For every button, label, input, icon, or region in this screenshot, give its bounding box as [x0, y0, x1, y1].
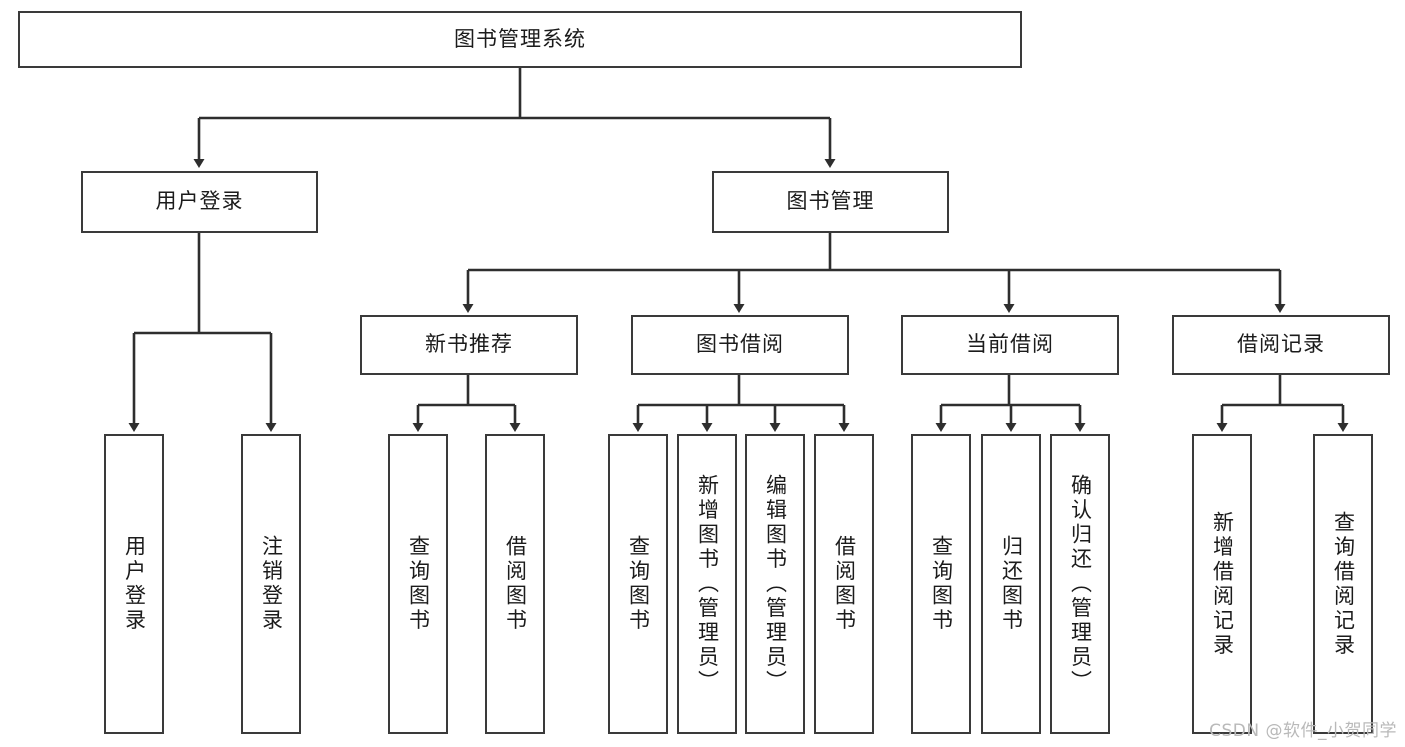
- node-label: 归还图书: [999, 535, 1024, 633]
- node-label: 图书管理: [786, 189, 875, 214]
- leaf-confirm-return-admin[interactable]: 确认归还（管理员）: [1050, 434, 1110, 734]
- node-borrow-records[interactable]: 借阅记录: [1172, 315, 1390, 375]
- node-label: 新增图书（管理员）: [695, 473, 720, 695]
- node-label: 用户登录: [122, 535, 147, 633]
- leaf-borrow-books-recommend[interactable]: 借阅图书: [485, 434, 545, 734]
- node-label: 确认归还（管理员）: [1068, 473, 1093, 695]
- leaf-add-book-admin[interactable]: 新增图书（管理员）: [677, 434, 737, 734]
- node-label: 借阅图书: [832, 535, 857, 633]
- leaf-user-login[interactable]: 用户登录: [104, 434, 164, 734]
- node-label: 查询图书: [929, 535, 954, 633]
- leaf-query-books-recommend[interactable]: 查询图书: [388, 434, 448, 734]
- node-label: 查询图书: [626, 535, 651, 633]
- node-root-system[interactable]: 图书管理系统: [18, 11, 1022, 68]
- node-label: 查询借阅记录: [1331, 510, 1356, 658]
- node-new-book-recommendation[interactable]: 新书推荐: [360, 315, 578, 375]
- node-book-management[interactable]: 图书管理: [712, 171, 949, 233]
- node-label: 图书借阅: [696, 332, 784, 357]
- node-label: 新书推荐: [425, 332, 513, 357]
- node-book-borrowing[interactable]: 图书借阅: [631, 315, 849, 375]
- node-user-login[interactable]: 用户登录: [81, 171, 318, 233]
- leaf-return-book[interactable]: 归还图书: [981, 434, 1041, 734]
- node-label: 新增借阅记录: [1210, 510, 1235, 658]
- node-label: 注销登录: [259, 535, 284, 633]
- leaf-edit-book-admin[interactable]: 编辑图书（管理员）: [745, 434, 805, 734]
- node-label: 借阅图书: [503, 535, 528, 633]
- leaf-borrow-book[interactable]: 借阅图书: [814, 434, 874, 734]
- node-label: 用户登录: [155, 189, 244, 214]
- leaf-query-books-current[interactable]: 查询图书: [911, 434, 971, 734]
- node-current-borrowing[interactable]: 当前借阅: [901, 315, 1119, 375]
- csdn-watermark: CSDN @软件_小贺同学: [1209, 721, 1397, 741]
- node-label: 借阅记录: [1237, 332, 1325, 357]
- leaf-query-books-borrow[interactable]: 查询图书: [608, 434, 668, 734]
- node-label: 当前借阅: [966, 332, 1054, 357]
- leaf-user-logout[interactable]: 注销登录: [241, 434, 301, 734]
- node-label: 查询图书: [406, 535, 431, 633]
- node-label: 编辑图书（管理员）: [763, 473, 788, 695]
- node-label: 图书管理系统: [454, 26, 586, 51]
- leaf-query-borrow-record[interactable]: 查询借阅记录: [1313, 434, 1373, 734]
- leaf-add-borrow-record[interactable]: 新增借阅记录: [1192, 434, 1252, 734]
